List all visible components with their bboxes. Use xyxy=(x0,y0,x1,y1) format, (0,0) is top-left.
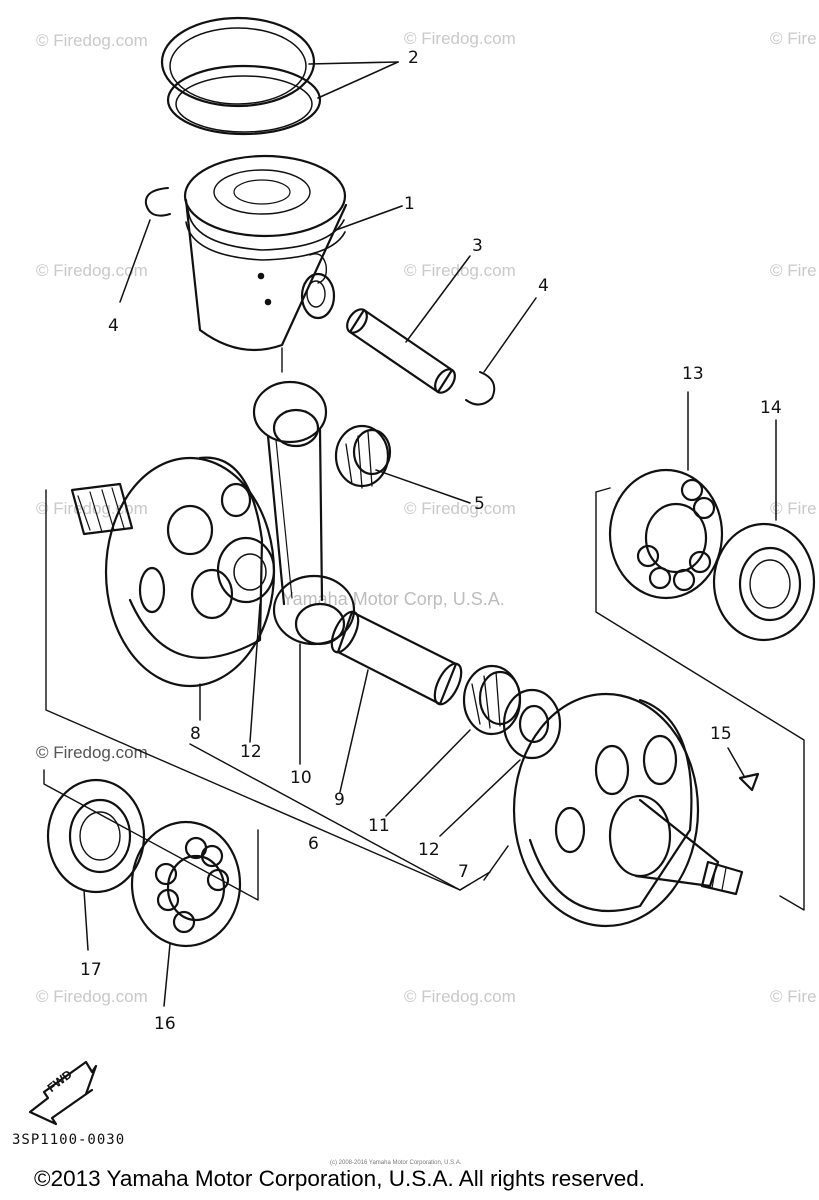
right-oil-seal xyxy=(712,419,816,642)
callout-label: 12 xyxy=(418,840,440,860)
yamaha-watermark: Yamaha Motor Corp, U.S.A. xyxy=(282,589,505,609)
copyright-notice: ©2013 Yamaha Motor Corporation, U.S.A. A… xyxy=(34,1166,646,1191)
callout-label: 1 xyxy=(404,194,415,214)
piston xyxy=(183,154,403,373)
piston-pin xyxy=(346,255,471,394)
callout-label: 17 xyxy=(80,960,102,980)
callout-label: 5 xyxy=(474,494,485,514)
callout-label: 4 xyxy=(108,316,119,336)
callout-label: 2 xyxy=(408,48,419,68)
connecting-rod xyxy=(252,380,356,765)
watermark: © Firedog.com xyxy=(36,987,148,1006)
watermark: © Firedog.com xyxy=(404,499,516,518)
callout-label: 7 xyxy=(458,862,469,882)
left-bearing xyxy=(130,820,242,1007)
callout-label: 11 xyxy=(368,816,390,836)
woodruff-key xyxy=(727,747,760,792)
right-crank-half xyxy=(483,692,744,928)
right-bearing xyxy=(608,391,724,600)
big-end-bearing xyxy=(385,664,522,817)
callout-label: 9 xyxy=(334,790,345,810)
watermark: © Fire xyxy=(770,499,817,518)
callout-label: 8 xyxy=(190,724,201,744)
left-crank-half xyxy=(70,456,276,743)
watermark: © Firedog.com xyxy=(36,743,148,762)
watermark: © Fire xyxy=(770,261,817,280)
watermark: © Firedog.com xyxy=(404,29,516,48)
callout-label: 15 xyxy=(710,724,732,744)
watermark: © Fire xyxy=(770,29,817,48)
watermark: © Firedog.com xyxy=(404,987,516,1006)
watermark: © Fire xyxy=(770,987,817,1006)
thrust-washer xyxy=(439,688,562,837)
crank-pin xyxy=(330,610,463,793)
callout-label: 16 xyxy=(154,1014,176,1034)
forward-arrow-icon xyxy=(28,1060,98,1126)
callout-label: 14 xyxy=(760,398,782,418)
diagram-code: 3SP1100-0030 xyxy=(12,1132,126,1148)
callout-label: 10 xyxy=(290,768,312,788)
callout-label: 6 xyxy=(308,834,319,854)
tiny-copyright: (c) 2008-2016 Yamaha Motor Corporation, … xyxy=(330,1160,462,1166)
small-end-bearing xyxy=(334,424,471,504)
watermark: © Firedog.com xyxy=(36,261,148,280)
callout-label: 12 xyxy=(240,742,262,762)
circlips xyxy=(119,187,537,406)
piston-rings xyxy=(160,16,399,136)
callout-label: 13 xyxy=(682,364,704,384)
assembly-brackets xyxy=(43,487,805,911)
watermark: © Firedog.com xyxy=(36,31,148,50)
left-oil-seal xyxy=(46,778,146,951)
callout-label: 3 xyxy=(472,236,483,256)
callout-label: 4 xyxy=(538,276,549,296)
